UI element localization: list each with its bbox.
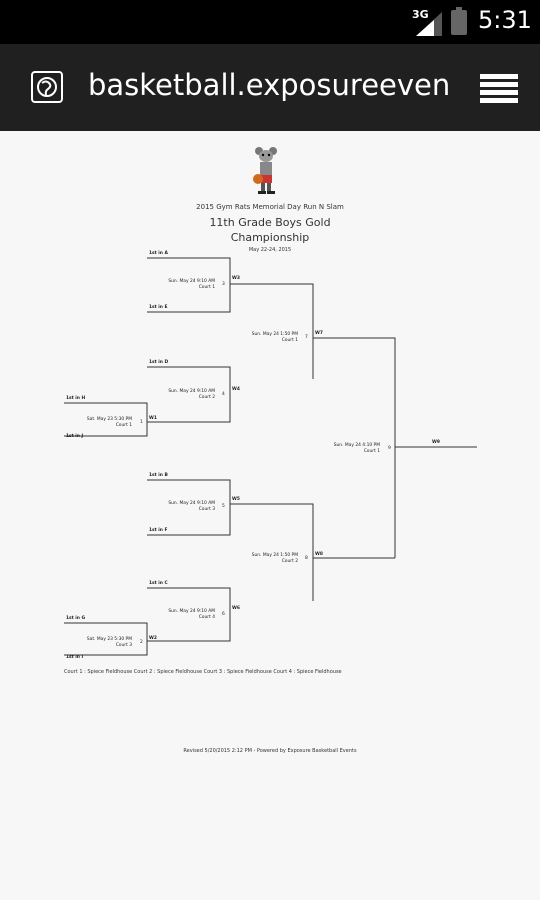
game-time: Sun. May 24 1:50 PM bbox=[251, 332, 298, 337]
footer-text: Revised 5/20/2015 2:12 PM - Powered by E… bbox=[183, 748, 357, 754]
bracket-line bbox=[230, 503, 314, 601]
app-bar: basketball.exposureevents bbox=[0, 44, 540, 131]
game-court: Court 2 bbox=[281, 559, 298, 564]
winner-label: W5 bbox=[232, 497, 240, 502]
seed-label: 1st in J bbox=[66, 434, 84, 439]
game-number: 1 bbox=[140, 420, 143, 425]
game-time: Sun. May 24 9:10 AM bbox=[168, 279, 215, 284]
division-line-2: Championship bbox=[230, 231, 310, 244]
game-court: Court 3 bbox=[115, 643, 132, 648]
game-number: 3 bbox=[222, 282, 225, 287]
clock: 5:31 bbox=[478, 6, 532, 34]
bracket-line bbox=[147, 366, 231, 423]
winner-label: W4 bbox=[232, 387, 240, 392]
status-bar: 3G 5:31 bbox=[0, 0, 540, 44]
winner-label: W1 bbox=[149, 416, 157, 421]
event-name: 2015 Gym Rats Memorial Day Run N Slam bbox=[196, 203, 344, 211]
game-court: Court 2 bbox=[198, 395, 215, 400]
game-time: Sat. May 23 5:30 PM bbox=[86, 637, 132, 642]
game-number: 6 bbox=[222, 612, 225, 617]
game-time: Sat. May 23 5:30 PM bbox=[86, 417, 132, 422]
event-dates: May 22-24, 2015 bbox=[248, 247, 292, 253]
seed-label: 1st in I bbox=[66, 655, 84, 660]
game-number: 5 bbox=[222, 504, 225, 509]
game-time: Sun. May 24 4:10 PM bbox=[333, 443, 380, 448]
bracket-lines bbox=[64, 257, 477, 656]
game-court: Court 1 bbox=[281, 338, 298, 343]
game-time: Sun. May 24 1:50 PM bbox=[251, 553, 298, 558]
game-number: 2 bbox=[140, 640, 143, 645]
seed-label: 1st in B bbox=[149, 473, 168, 478]
seed-label: 1st in C bbox=[149, 581, 168, 586]
game-court: Court 1 bbox=[198, 285, 215, 290]
battery-icon bbox=[451, 7, 467, 35]
game-time: Sun. May 24 9:10 AM bbox=[168, 501, 215, 506]
game-number: 7 bbox=[305, 335, 308, 340]
game-court: Court 1 bbox=[115, 423, 132, 428]
winner-label: W9 bbox=[432, 440, 440, 445]
winner-label: W8 bbox=[315, 552, 323, 557]
courts-legend: Court 1 : Spiece Fieldhouse Court 2 : Sp… bbox=[64, 669, 342, 675]
globe-icon[interactable] bbox=[31, 71, 63, 103]
network-type: 3G bbox=[412, 8, 429, 21]
seed-label: 1st in F bbox=[149, 528, 168, 533]
game-number: 9 bbox=[388, 446, 391, 451]
seed-label: 1st in G bbox=[66, 616, 86, 621]
division-title: 11th Grade Boys Gold Championship bbox=[130, 215, 410, 245]
game-court: Court 3 bbox=[198, 507, 215, 512]
seed-label: 1st in A bbox=[149, 251, 168, 256]
game-court: Court 1 bbox=[363, 449, 380, 454]
page-url-title[interactable]: basketball.exposureevents bbox=[88, 68, 450, 102]
winner-label: W2 bbox=[149, 636, 157, 641]
division-line-1: 11th Grade Boys Gold bbox=[209, 216, 331, 229]
bracket-page: 2015 Gym Rats Memorial Day Run N Slam 11… bbox=[0, 131, 540, 900]
mascot-logo bbox=[253, 147, 277, 194]
game-time: Sun. May 24 9:10 AM bbox=[168, 609, 215, 614]
seed-label: 1st in D bbox=[149, 360, 169, 365]
seed-label: 1st in H bbox=[66, 396, 86, 401]
seed-label: 1st in E bbox=[149, 305, 168, 310]
game-time: Sun. May 24 9:10 AM bbox=[168, 389, 215, 394]
winner-label: W6 bbox=[232, 606, 240, 611]
bracket-line bbox=[147, 257, 231, 313]
bracket-line bbox=[147, 479, 231, 536]
bracket-line bbox=[64, 402, 148, 437]
winner-label: W7 bbox=[315, 331, 323, 336]
game-number: 4 bbox=[222, 392, 225, 397]
menu-icon[interactable] bbox=[478, 72, 520, 106]
bracket-line bbox=[230, 283, 314, 379]
signal-icon bbox=[416, 12, 442, 36]
bracket-line bbox=[147, 587, 231, 642]
game-court: Court 4 bbox=[198, 615, 215, 620]
bracket-line bbox=[64, 622, 148, 656]
winner-label: W3 bbox=[232, 276, 240, 281]
bracket-line bbox=[313, 337, 396, 558]
game-number: 8 bbox=[305, 556, 308, 561]
